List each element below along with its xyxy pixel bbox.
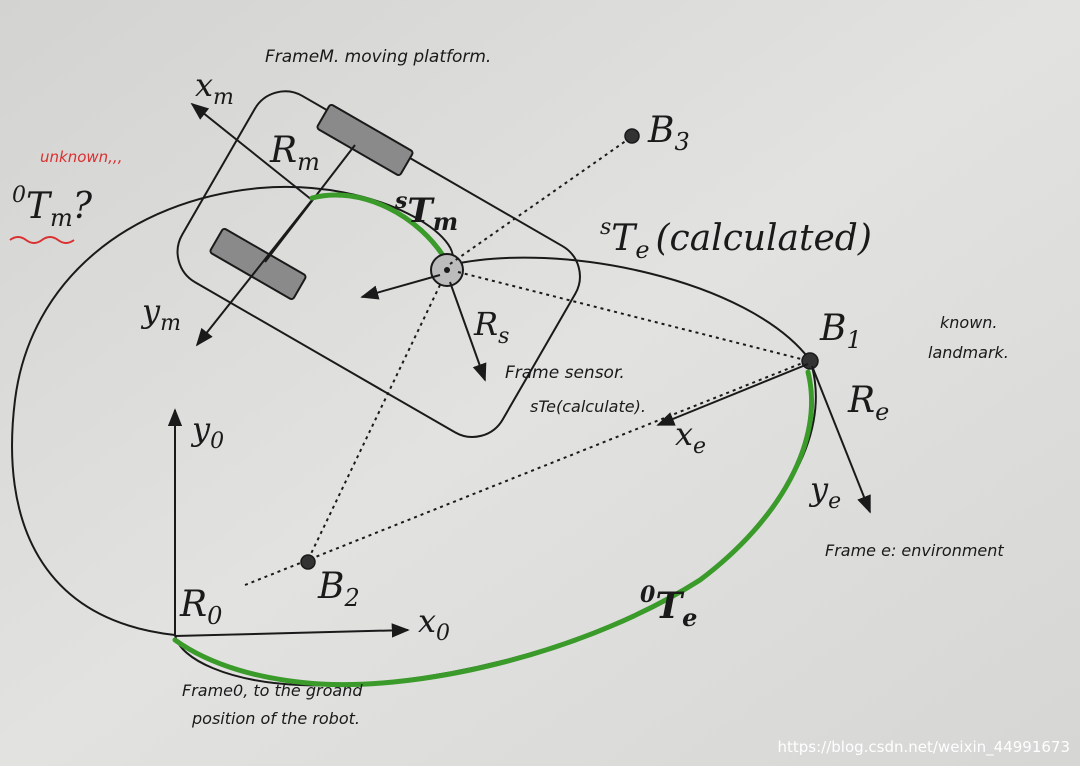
dotted-b2-b1 <box>244 361 806 586</box>
ste-calculated-label: sTe(calculated) <box>600 215 872 264</box>
b1-label: B1 <box>819 308 862 354</box>
sensor-axis-down <box>449 281 487 382</box>
ye-label: ye <box>808 470 841 514</box>
frame0-note-line-1: Frame0, to the groand <box>182 681 363 700</box>
frame-e-note: Frame e: environment <box>825 541 1004 560</box>
known-note-line-2: landmark. <box>928 343 1009 362</box>
sensor-center-dot <box>444 267 450 273</box>
b3-label: B3 <box>647 110 690 156</box>
rs-label: Rs <box>473 305 509 349</box>
dotted-sensor-b2 <box>307 284 441 561</box>
0tm-question-label: 0Tm? <box>12 183 93 232</box>
y0-label: y0 <box>190 410 224 454</box>
green-stm-curve <box>309 192 450 265</box>
landmark-b3-dot <box>624 128 640 144</box>
unknown-note: unknown,,, <box>40 148 122 166</box>
moving-platform <box>176 90 581 438</box>
wheel-top <box>316 103 414 177</box>
ym-label: ym <box>140 292 181 336</box>
red-squiggle-underline <box>9 236 75 244</box>
xe-label: xe <box>675 415 706 459</box>
known-note-line-1: known. <box>940 313 998 332</box>
landmark-b1-dot <box>801 352 819 370</box>
xm-label: xm <box>195 66 234 110</box>
dotted-sensor-b3 <box>449 137 631 265</box>
rm-label: Rm <box>269 130 320 176</box>
0te-label: 0Te <box>640 582 697 632</box>
watermark: https://blog.csdn.net/weixin_44991673 <box>777 738 1070 757</box>
landmark-b2-dot <box>300 554 316 570</box>
b2-label: B2 <box>317 566 360 612</box>
ym-axis-arrow <box>195 199 313 347</box>
green-0te-curve <box>172 369 814 688</box>
x0-label: x0 <box>418 602 450 646</box>
ye-axis-arrow <box>811 365 871 514</box>
frame0-note-line-2: position of the robot. <box>191 709 360 728</box>
frame-sensor-note: Frame sensor. <box>505 363 625 383</box>
xe-axis-arrow <box>656 363 809 426</box>
stm-label: sTm <box>394 188 458 236</box>
r0-label: R0 <box>179 584 222 630</box>
x0-axis-arrow <box>174 623 410 638</box>
ste-calculate-note: sTe(calculate). <box>530 397 646 416</box>
xm-axis-arrow <box>190 102 313 201</box>
sensor-axis-left <box>360 274 441 300</box>
frame-m-note: FrameM. moving platform. <box>265 47 491 67</box>
re-label: Re <box>847 380 889 426</box>
